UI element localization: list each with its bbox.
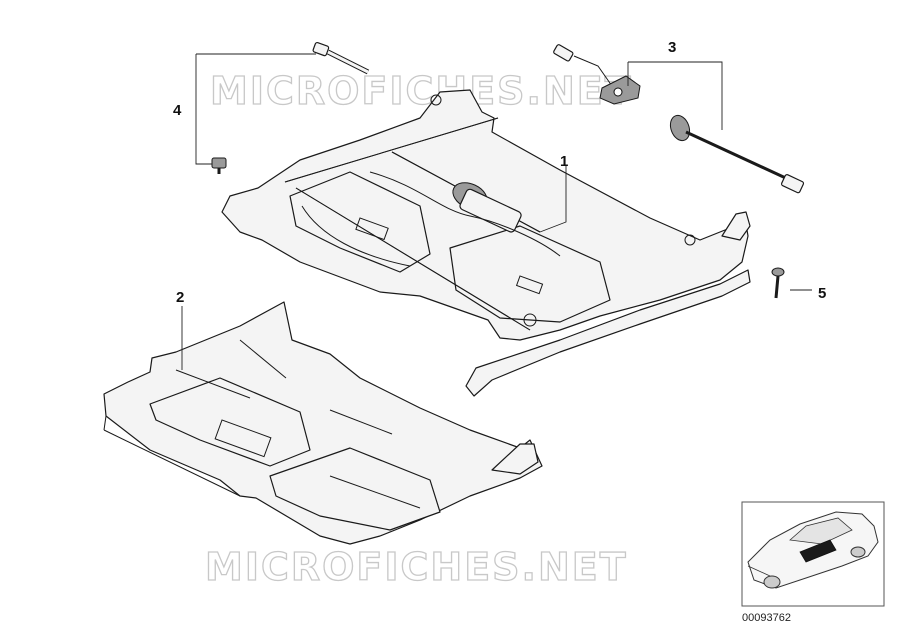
bolt-part-4 (211, 41, 370, 174)
callout-4: 4 (173, 102, 182, 119)
seat-pan-part-2 (103, 301, 543, 545)
cable-part-3 (553, 44, 805, 194)
callout-3: 3 (668, 39, 676, 56)
callout-5: 5 (818, 285, 826, 302)
leader-line-1 (539, 166, 567, 233)
leader-line-3 (627, 61, 723, 130)
reference-number: 00093762 (742, 612, 791, 624)
callout-1: 1 (560, 153, 568, 170)
leader-line-4 (195, 53, 316, 165)
vehicle-inset (741, 501, 885, 607)
screw-part-5 (771, 267, 785, 299)
watermark-bottom: MICROFICHES.NET (205, 545, 628, 589)
watermark-top: MICROFICHES.NET (210, 69, 633, 113)
callout-2: 2 (176, 289, 184, 306)
seat-frame-part-1 (221, 89, 751, 397)
car-icon (747, 511, 879, 589)
